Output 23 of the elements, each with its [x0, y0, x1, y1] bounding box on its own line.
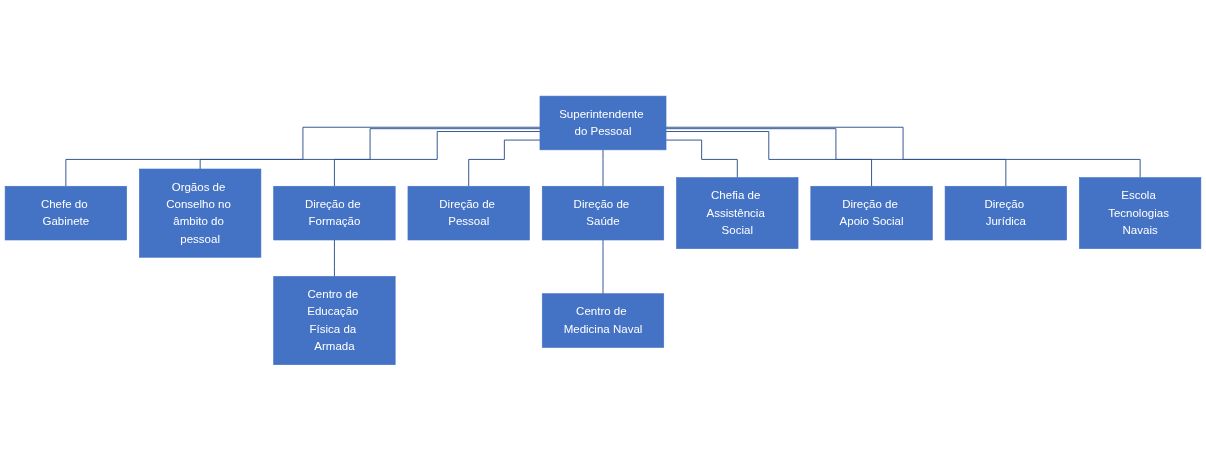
- connector: [333, 239, 335, 277]
- node-box: Direção Jurídica: [944, 186, 1067, 241]
- connector: [665, 128, 1007, 187]
- connector: [665, 139, 738, 179]
- node-box: Orgãos de Conselho no âmbito do pessoal: [139, 168, 262, 258]
- node-box: Direção de Apoio Social: [810, 186, 933, 241]
- connector: [602, 149, 604, 187]
- connector: [665, 131, 873, 187]
- node-box: Chefe do Gabinete: [4, 186, 127, 241]
- node-box: Superintendente do Pessoal: [539, 95, 667, 151]
- node-box: Chefia de Assistência Social: [676, 177, 799, 250]
- connector: [468, 139, 541, 187]
- node-box: Centro de Medicina Naval: [541, 293, 665, 348]
- connector: [199, 128, 541, 170]
- node-box: Escola Tecnologias Navais: [1079, 177, 1202, 250]
- connector: [65, 126, 541, 187]
- node-box: Direção de Formação: [273, 186, 396, 241]
- connector: [333, 131, 541, 187]
- connector: [665, 126, 1141, 179]
- node-box: Direção de Saúde: [541, 186, 665, 241]
- node-box: Centro de Educação Física da Armada: [273, 276, 396, 366]
- connector: [602, 239, 604, 295]
- node-box: Direção de Pessoal: [407, 186, 530, 241]
